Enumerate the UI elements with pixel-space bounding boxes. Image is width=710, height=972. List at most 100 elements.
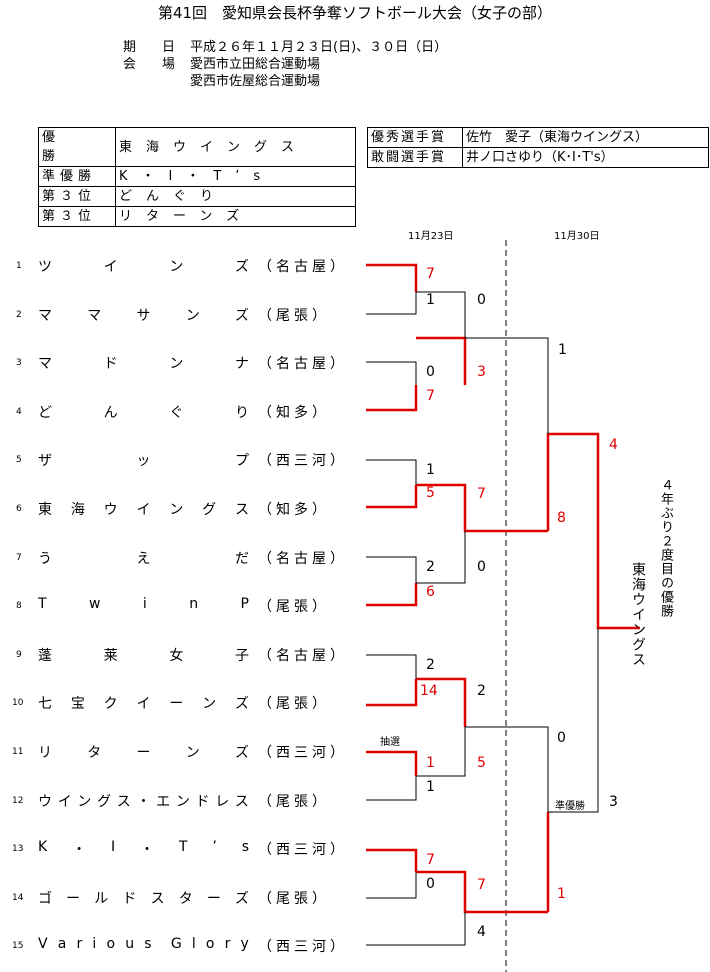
team-prefecture: （西三河） [258, 745, 348, 761]
team-name-char: l [191, 936, 197, 952]
score-r1m6-top: 1 [426, 755, 435, 771]
line-team-1 [366, 263, 418, 292]
score-r2b-top: 7 [477, 486, 486, 502]
team-name-char: ン [202, 696, 218, 712]
line-final [546, 432, 640, 630]
result-label-third-1: 第３位 [38, 186, 116, 207]
team-name: K・I・T’s [38, 839, 250, 859]
team-name-char: ウ [103, 502, 119, 518]
team-name-char: ス [150, 891, 166, 907]
team-name-char: V [38, 936, 49, 952]
score-r1m3-bot: 5 [426, 485, 435, 501]
team-name-char: u [125, 936, 136, 952]
team-name-char: プ [235, 453, 250, 469]
score-r2b-bot: 0 [477, 559, 486, 575]
team-prefecture: （尾張） [258, 891, 330, 907]
date-round-2: 11月30日 [554, 231, 600, 242]
team-name-char: ・ [140, 842, 155, 858]
score-r2c-top: 2 [477, 683, 486, 699]
team-name-char: え [136, 551, 152, 567]
team-number: 1 [16, 261, 22, 271]
score-r2c-bot: 5 [477, 755, 486, 771]
line-team-5 [366, 459, 417, 485]
line-team-2 [366, 292, 417, 315]
team-name: 七宝クイーンズ [38, 693, 250, 713]
team-name-char: T [178, 839, 189, 855]
team-number: 4 [16, 407, 22, 417]
team-name-char: ド [195, 794, 211, 810]
team-name-char: ’ [212, 839, 218, 855]
score-sfb-top: 0 [557, 730, 566, 746]
team-name-char: マ [38, 356, 53, 372]
team-name-char: タ [87, 745, 103, 761]
team-name-char: ス [234, 794, 250, 810]
line-m7-sf [416, 870, 548, 914]
team-prefecture: （西三河） [258, 939, 348, 955]
page-title: 第41回 愛知県会長杯争奪ソフトボール大会（女子の部） [157, 4, 553, 22]
venue-label: 会 場 [123, 57, 176, 72]
team-prefecture: （名古屋） [258, 551, 348, 567]
team-name-char: r [224, 936, 232, 952]
team-number: 9 [16, 650, 22, 660]
award-value-fighting: 井ノ口さゆり（K･I･T's） [462, 147, 709, 168]
line-team-13 [366, 848, 418, 872]
team-name-char: 子 [234, 648, 250, 664]
team-name-char: ル [94, 891, 110, 907]
team-name-char: r [76, 936, 84, 952]
line-m4 [416, 531, 466, 584]
award-label-excellent: 優秀選手賞 [367, 127, 463, 148]
team-name-char: イ [136, 502, 152, 518]
score-r1m6-bot: 1 [426, 779, 435, 795]
line-m2 [416, 336, 467, 385]
team-number: 7 [16, 553, 22, 563]
date-round-1: 11月23日 [408, 231, 454, 242]
score-r1m7-top: 7 [426, 852, 435, 868]
team-number: 10 [12, 698, 24, 708]
winner-lines [366, 263, 640, 914]
team-prefecture: （西三河） [258, 842, 348, 858]
team-name-char: 女 [169, 648, 185, 664]
team-name-char: タ [178, 891, 194, 907]
line-sfb-top [465, 726, 549, 812]
result-value-runner-up: K・I・T’s [115, 166, 356, 187]
team-name-char: イ [136, 696, 152, 712]
line-team-11 [366, 750, 418, 776]
team-name-char: り [234, 405, 250, 421]
team-number: 5 [16, 455, 22, 465]
team-name: ツインズ [38, 256, 250, 276]
line-final-bottom [548, 628, 599, 813]
award-label-fighting: 敢闘選手賞 [367, 147, 463, 168]
score-r1m4-top: 2 [426, 559, 435, 575]
score-r1m2-bot: 7 [426, 388, 435, 404]
team-prefecture: （尾張） [258, 794, 330, 810]
line-team-12 [366, 776, 417, 801]
team-name-char: ン [175, 794, 191, 810]
team-name: ザップ [38, 450, 250, 470]
date-value: 平成２６年１１月２３日(日)、３０日（日） [190, 40, 448, 55]
team-name-char: ゴ [38, 891, 53, 907]
team-name: 東海ウイングス [38, 499, 250, 519]
team-name-char: ド [103, 356, 119, 372]
team-number: 8 [16, 601, 22, 611]
score-r2a-top: 0 [477, 292, 486, 308]
team-name-char: ぐ [169, 405, 185, 421]
team-name-char: 宝 [70, 696, 86, 712]
team-prefecture: （知多） [258, 502, 330, 518]
score-r1m2-top: 0 [426, 364, 435, 380]
champion-vertical: 東海ウイングス [630, 562, 646, 667]
team-name-char: エ [156, 794, 172, 810]
team-name-char: n [189, 596, 200, 612]
team-name-char: ン [169, 259, 185, 275]
team-name-char: ン [185, 745, 201, 761]
team-name: ママサンズ [38, 305, 250, 325]
team-name-char: ド [122, 891, 138, 907]
team-number: 13 [12, 844, 24, 854]
team-name-char: マ [38, 308, 53, 324]
line-team-14 [366, 872, 417, 899]
team-name-char: ど [38, 405, 53, 421]
team-name-char: w [89, 596, 102, 612]
line-team-10 [366, 679, 418, 707]
team-name-char: P [240, 596, 250, 612]
